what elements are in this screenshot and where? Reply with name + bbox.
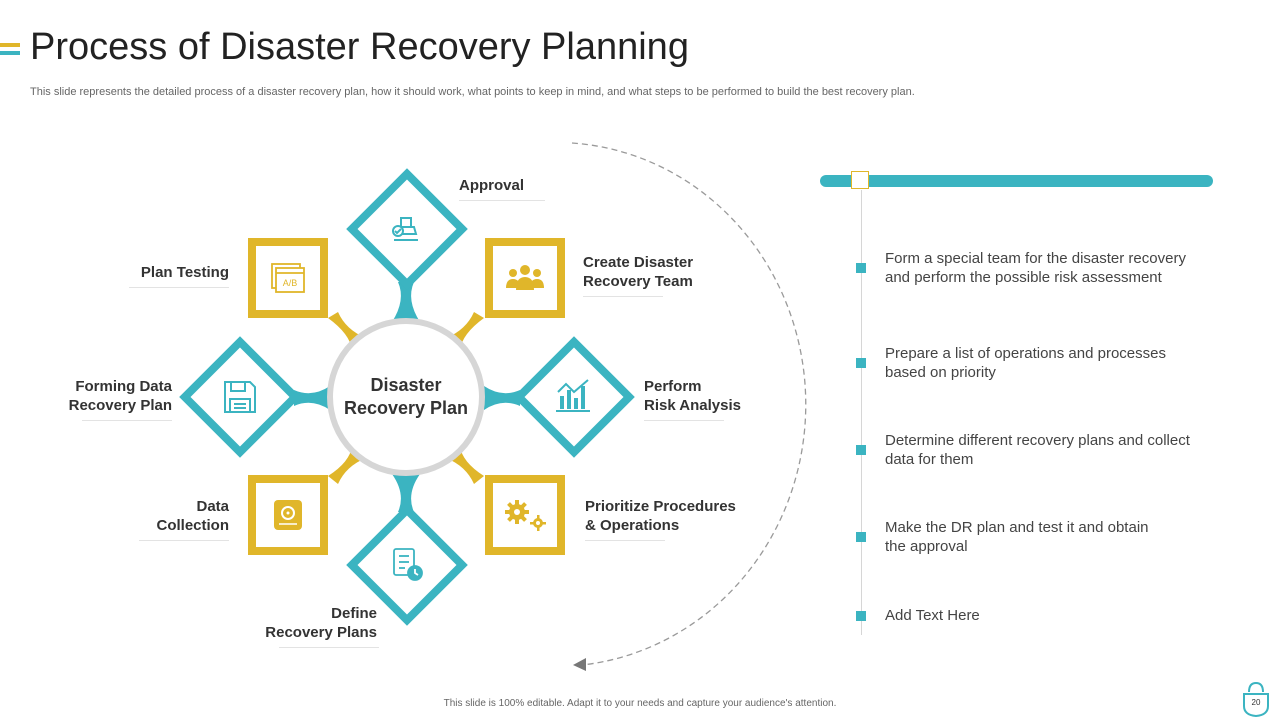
svg-text:A/B: A/B (283, 278, 298, 288)
timeline-marker (856, 532, 866, 542)
node-risk-analysis (513, 336, 635, 458)
page-number: 20 (1251, 698, 1261, 707)
node-create-team (485, 238, 565, 318)
label-line: Recovery Plans (265, 624, 377, 641)
step-line: Determine different recovery plans and c… (885, 432, 1190, 449)
step-line: data for them (885, 451, 974, 468)
label-line: Approval (459, 177, 525, 194)
timeline-step: Add Text Here (885, 606, 1225, 625)
label-forming-data: Forming Data Recovery Plan (32, 377, 172, 421)
label-approval: Approval (459, 176, 545, 201)
timeline-marker (856, 445, 866, 455)
label-line: Plan Testing (140, 264, 229, 281)
label-underline (585, 540, 665, 541)
label-underline (644, 420, 724, 421)
label-line: Data (196, 498, 229, 515)
timeline-track (820, 175, 1213, 187)
timeline-step: Make the DR plan and test it and obtain … (885, 518, 1225, 556)
timeline-handle (851, 171, 869, 189)
timeline-marker (856, 358, 866, 368)
page-subtitle: This slide represents the detailed proce… (30, 86, 915, 98)
cycle-arrow-head (573, 658, 586, 671)
brand-logo-icon (1243, 681, 1269, 718)
cycle-arc (571, 142, 807, 666)
label-line: Perform (644, 378, 702, 395)
accent-bar-teal (0, 51, 20, 55)
label-plan-testing: Plan Testing (89, 263, 229, 288)
step-line: the approval (885, 538, 968, 555)
step-line: Form a special team for the disaster rec… (885, 250, 1186, 267)
step-line: Add Text Here (885, 607, 980, 624)
stamp-icon (392, 217, 418, 241)
label-create-team: Create Disaster Recovery Team (583, 253, 694, 297)
hard-drive-icon (274, 500, 302, 530)
timeline-step: Determine different recovery plans and c… (885, 431, 1225, 469)
label-line: Prioritize Procedures (585, 498, 736, 515)
team-icon (506, 265, 544, 290)
label-line: Risk Analysis (644, 397, 741, 414)
node-define-plans (346, 504, 468, 626)
step-line: based on priority (885, 364, 996, 381)
footer-note: This slide is 100% editable. Adapt it to… (443, 698, 837, 709)
label-underline (279, 647, 379, 648)
label-risk-analysis: Perform Risk Analysis (644, 377, 741, 421)
label-underline (459, 200, 545, 201)
label-prioritize: Prioritize Procedures & Operations (585, 497, 736, 541)
timeline-marker (856, 263, 866, 273)
label-underline (82, 420, 172, 421)
label-underline (129, 287, 229, 288)
step-line: and perform the possible risk assessment (885, 269, 1162, 286)
page-title: Process of Disaster Recovery Planning (30, 26, 689, 68)
ab-test-icon: A/B (271, 263, 305, 293)
center-circle (327, 318, 485, 476)
label-underline (583, 296, 663, 297)
label-line: Recovery Team (583, 273, 693, 290)
timeline-marker (856, 611, 866, 621)
node-prioritize (485, 475, 565, 555)
center-label-line2: Recovery Plan (343, 398, 469, 418)
timeline-line (861, 190, 862, 635)
node-data-collection (248, 475, 328, 555)
label-underline (139, 540, 229, 541)
bar-chart-icon (556, 379, 590, 412)
center-label: Disaster Recovery Plan (336, 374, 476, 420)
accent-bar-gold (0, 43, 20, 47)
gears-icon (505, 500, 546, 531)
step-line: Prepare a list of operations and process… (885, 345, 1166, 362)
center-label-line1: Disaster (370, 375, 442, 395)
node-plan-testing: A/B (248, 238, 328, 318)
step-line: Make the DR plan and test it and obtain (885, 519, 1149, 536)
label-line: Recovery Plan (68, 397, 172, 414)
node-forming-data (179, 336, 301, 458)
timeline-step: Prepare a list of operations and process… (885, 344, 1225, 382)
label-line: Forming Data (75, 378, 172, 395)
label-data-collection: Data Collection (109, 497, 229, 541)
label-line: Define (331, 605, 377, 622)
floppy-disk-icon (224, 381, 256, 413)
label-line: Create Disaster (583, 254, 694, 271)
label-define-plans: Define Recovery Plans (217, 604, 379, 648)
label-line: & Operations (585, 517, 680, 534)
timeline-step: Form a special team for the disaster rec… (885, 249, 1225, 287)
label-line: Collection (156, 517, 229, 534)
checklist-clock-icon (393, 548, 423, 581)
node-approval (346, 168, 468, 290)
